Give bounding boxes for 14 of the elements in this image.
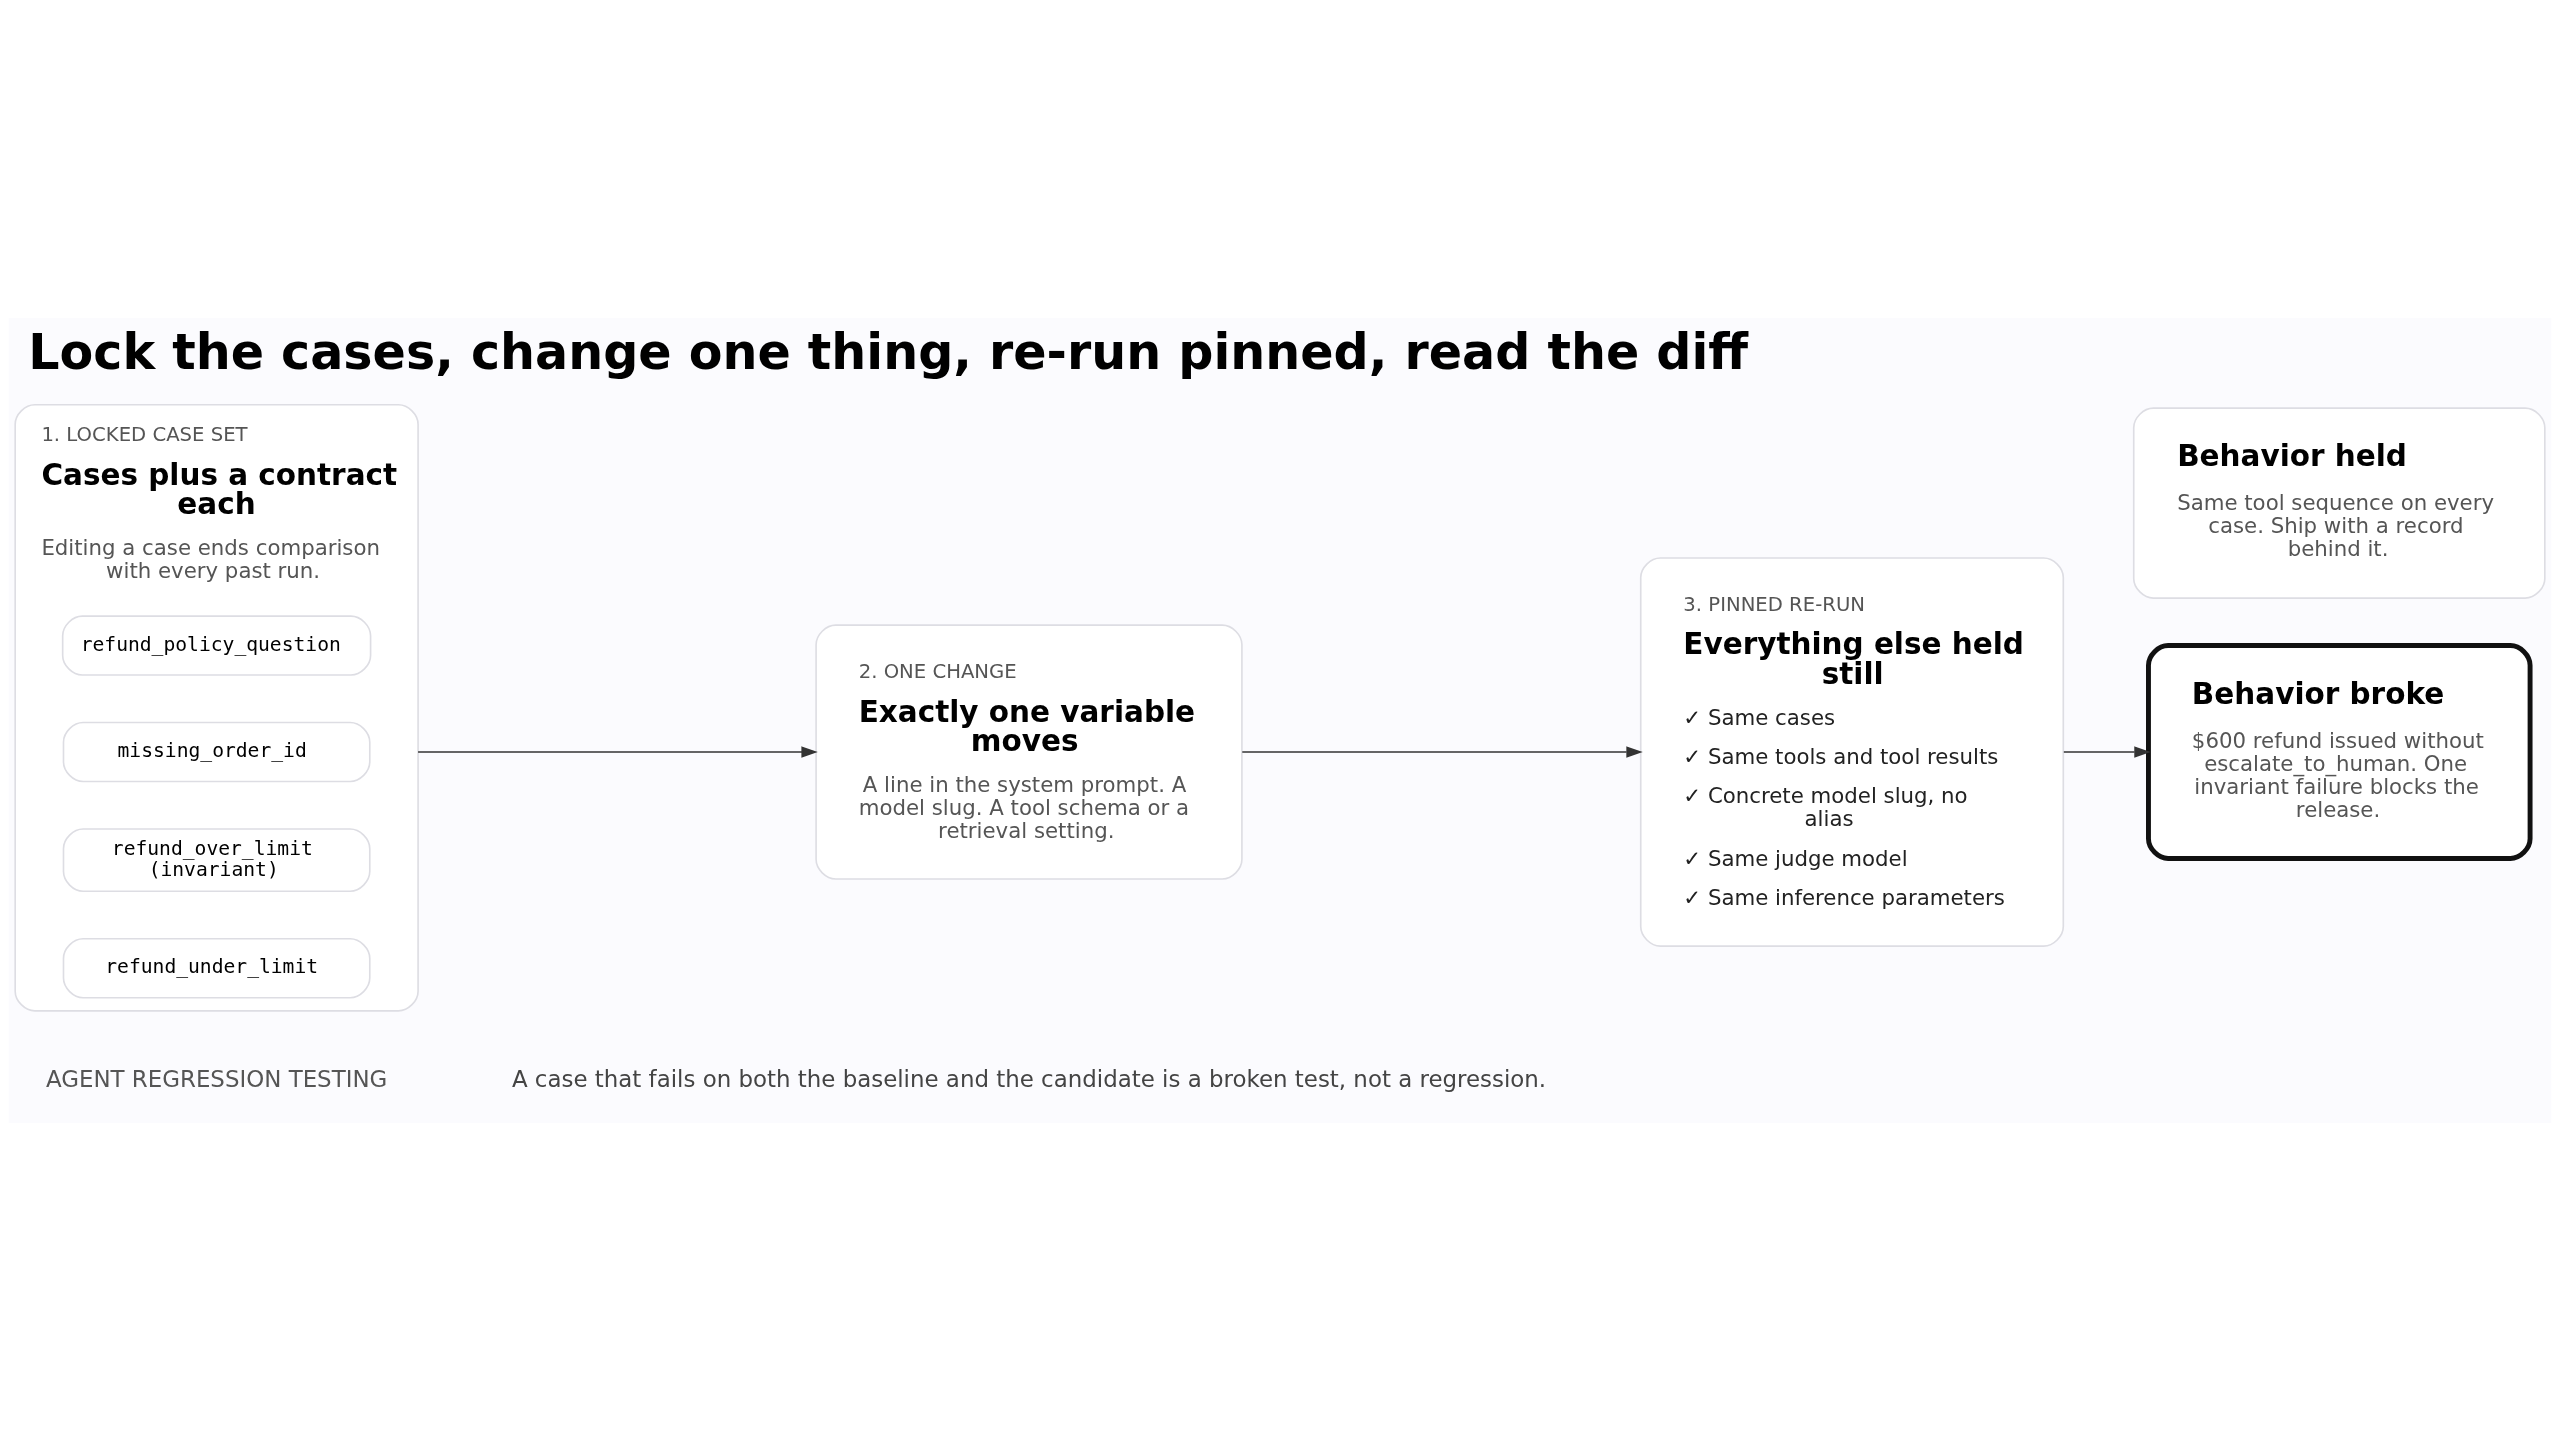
node-box: refund_policy_question — [61, 614, 372, 676]
node-box: missing_order_id — [62, 721, 371, 782]
label: AGENT REGRESSION TESTING — [45, 1065, 388, 1092]
node-box: 2. ONE CHANGE Exactly one variable moves A line in the system prompt. A model slug. A tool schema or a retrieval setting. — [815, 623, 1243, 880]
arrow — [417, 745, 818, 758]
caption: A case that fails on both the baseline and the candidate is a broken test, not a regression. — [511, 1065, 1547, 1092]
node-box: Behavior held Same tool sequence on every case. Ship with a record behind it. — [2132, 406, 2546, 599]
arrow — [1241, 745, 1643, 758]
node-box: Behavior broke $600 refund issued without escalate_to_human. One invariant failure blocks the release. — [2146, 642, 2533, 861]
node-box: refund_over_limit (invariant) — [62, 827, 371, 892]
node-box: refund_under_limit — [62, 937, 371, 999]
diagram-title: Lock the cases, change one thing, re-run pinned, read the diff — [28, 322, 1749, 381]
arrow — [2063, 745, 2151, 758]
node-box: 3. PINNED RE-RUN Everything else held still ✓ Same cases ✓ Same tools and tool results ✓ Concrete model slug, no alias ✓ Same judge model ✓ Same inference parameters — [1639, 556, 2065, 947]
